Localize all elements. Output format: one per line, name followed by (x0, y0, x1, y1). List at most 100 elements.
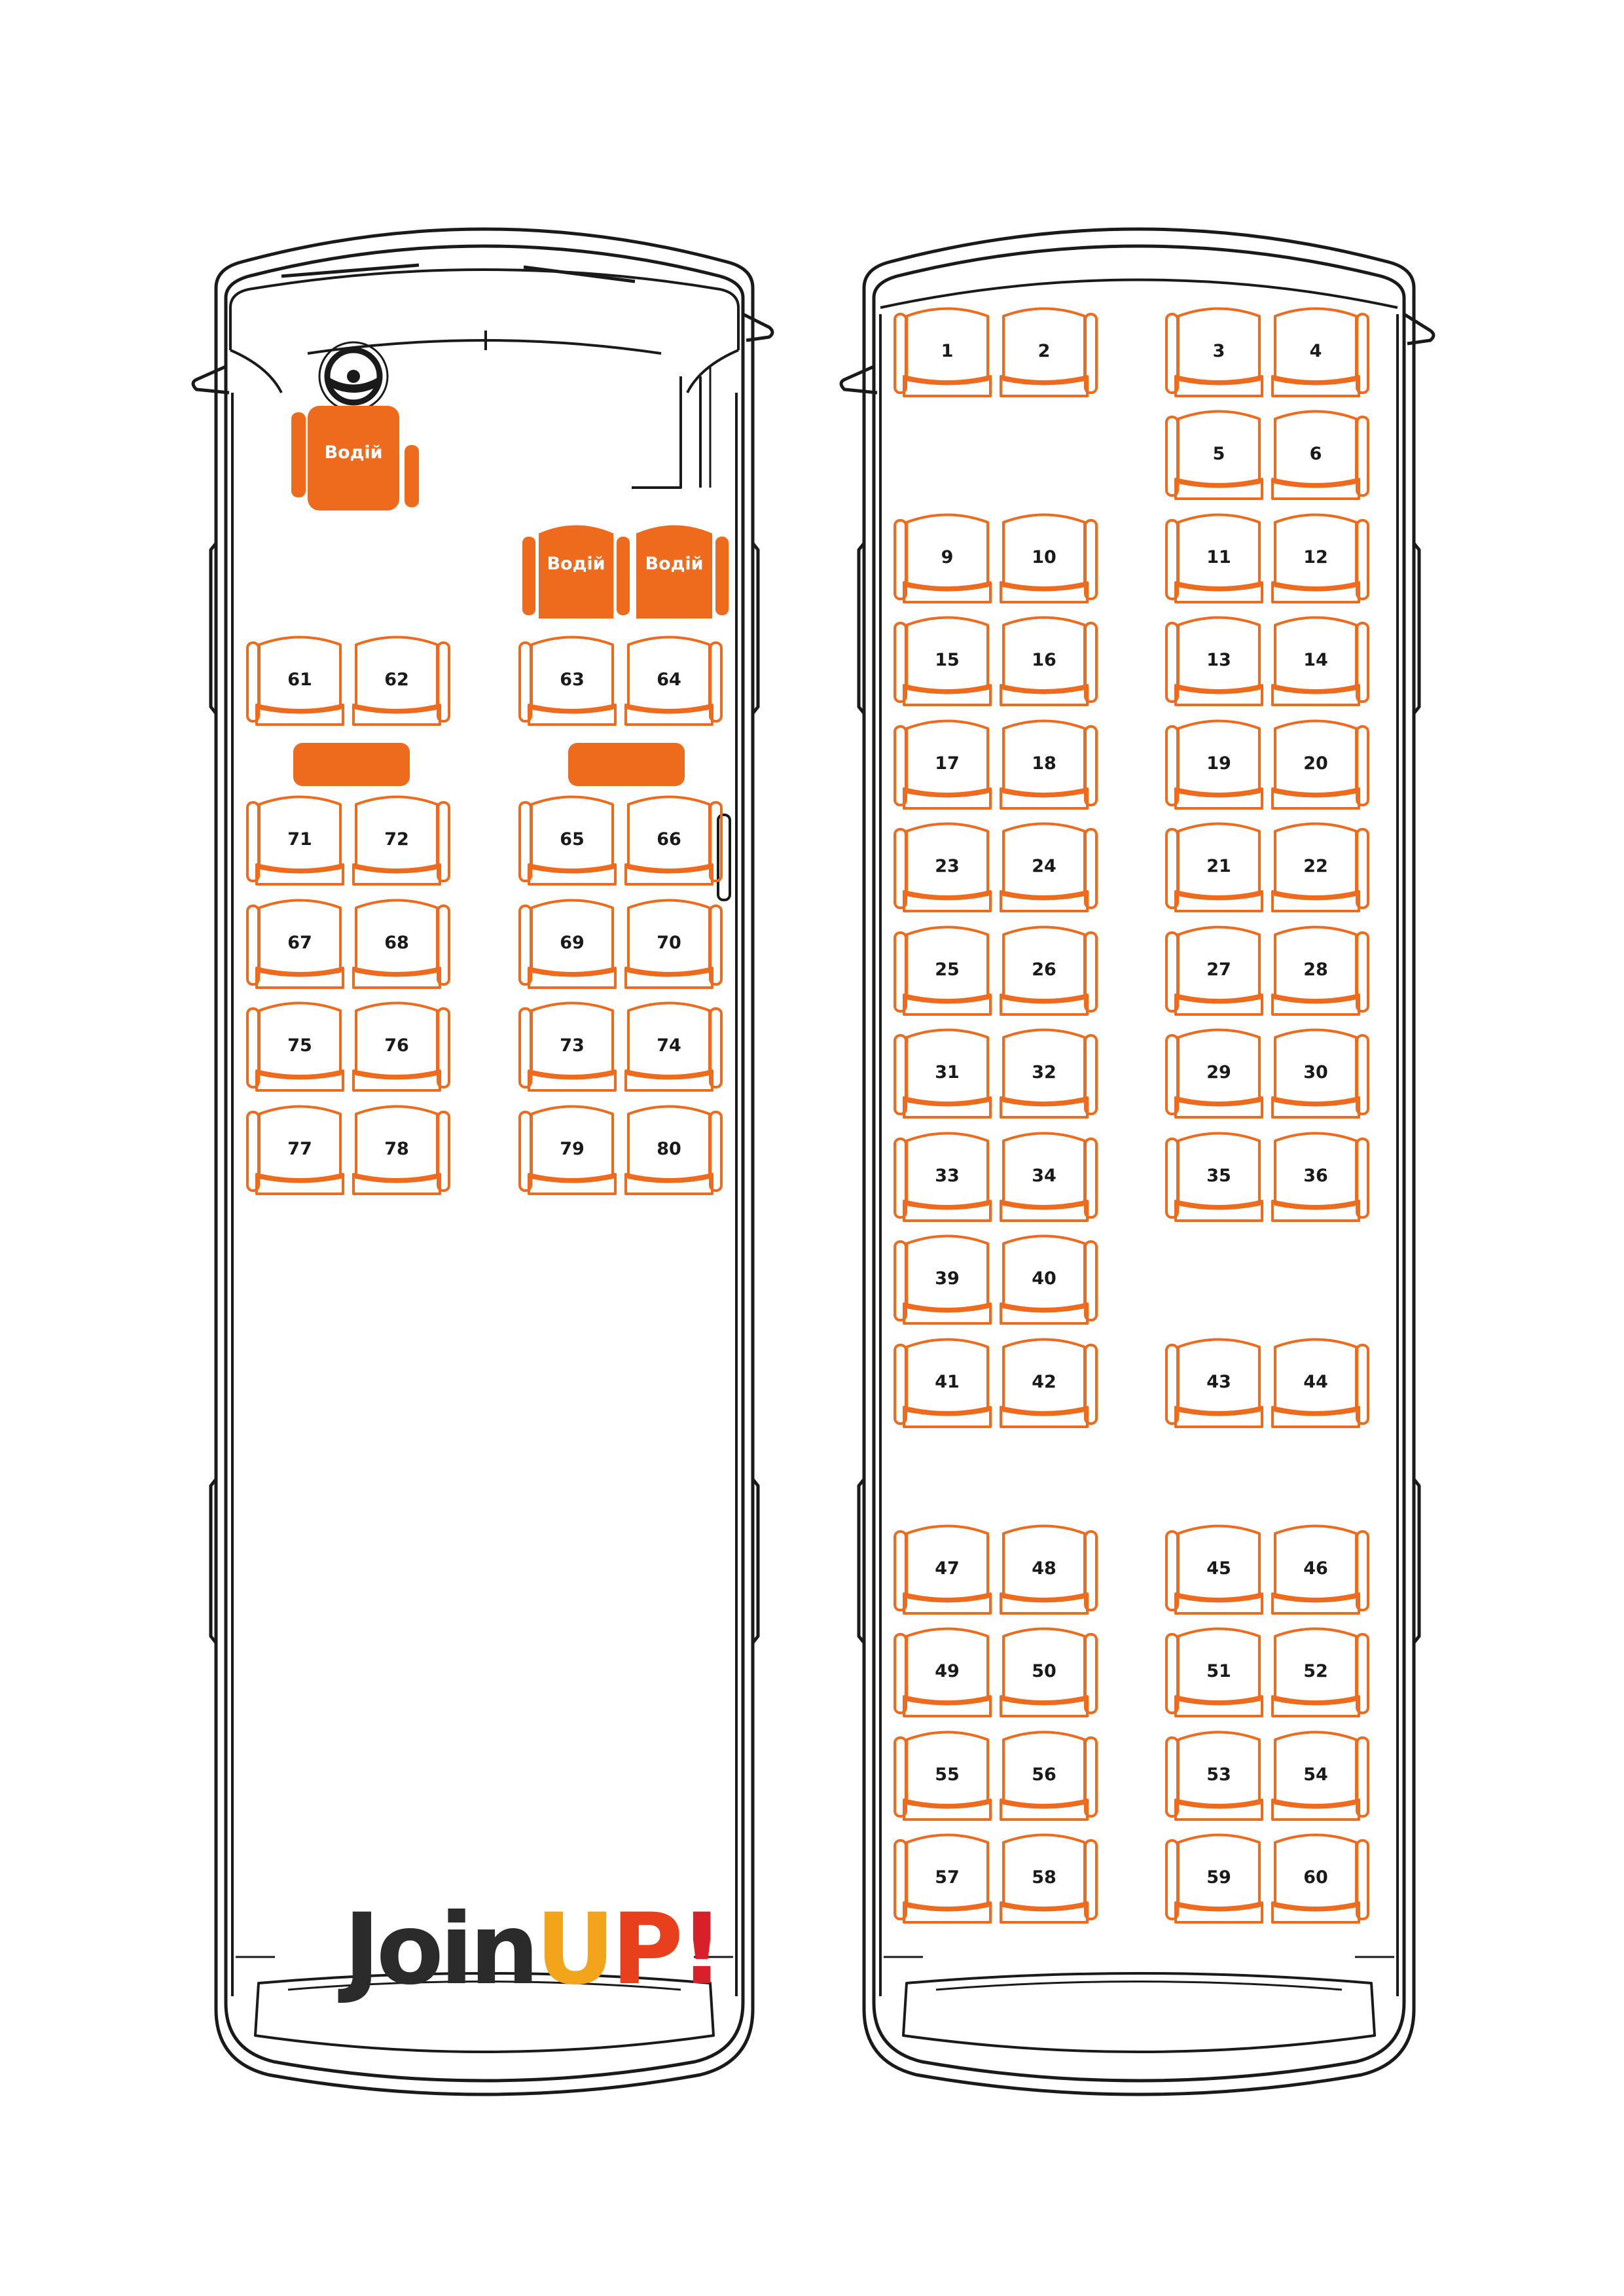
seat[interactable]: 17 (893, 719, 992, 810)
seat[interactable]: 33 (893, 1132, 992, 1222)
seat[interactable]: 32 (1000, 1028, 1098, 1119)
seat[interactable]: 70 (624, 899, 723, 989)
seat[interactable]: 25 (893, 925, 992, 1016)
seat[interactable]: 76 (352, 1001, 450, 1092)
seat-number: 10 (1032, 547, 1056, 567)
seat[interactable]: 72 (352, 795, 450, 886)
seat-cushion (352, 863, 441, 886)
seat-back (1002, 1833, 1086, 1912)
seat-number: 78 (384, 1139, 409, 1159)
seat[interactable]: 74 (624, 1001, 723, 1092)
seat[interactable]: 5 (1165, 410, 1263, 500)
seat[interactable]: 4 (1271, 307, 1369, 397)
seat[interactable]: 2 (1000, 307, 1098, 397)
seat-cushion (528, 704, 617, 726)
seat[interactable]: 78 (352, 1105, 450, 1195)
seat[interactable]: 40 (1000, 1234, 1098, 1325)
seat-cushion (1000, 1302, 1089, 1325)
seat[interactable]: 44 (1271, 1338, 1369, 1428)
seat[interactable]: 79 (518, 1105, 617, 1195)
seat-cushion (903, 1302, 992, 1325)
seat[interactable]: 6 (1271, 410, 1369, 500)
seat[interactable]: 61 (246, 636, 344, 726)
seat[interactable]: 36 (1271, 1132, 1369, 1222)
seat[interactable]: 15 (893, 616, 992, 706)
seat[interactable]: 62 (352, 636, 450, 726)
seat[interactable]: 53 (1165, 1731, 1263, 1821)
table-icon (293, 743, 410, 786)
seat[interactable]: 60 (1271, 1833, 1369, 1924)
seat-back (1274, 1132, 1358, 1210)
seat-number: 51 (1206, 1661, 1231, 1681)
seat[interactable]: 39 (893, 1234, 992, 1325)
seat[interactable]: 27 (1165, 925, 1263, 1016)
seat[interactable]: 75 (246, 1001, 344, 1092)
seat[interactable]: 73 (518, 1001, 617, 1092)
seat-cushion (1174, 1406, 1263, 1428)
seat[interactable]: 9 (893, 513, 992, 603)
seat[interactable]: 31 (893, 1028, 992, 1119)
seat[interactable]: 26 (1000, 925, 1098, 1016)
seat-cushion (903, 1901, 992, 1924)
seat[interactable]: 49 (893, 1627, 992, 1717)
seat[interactable]: 41 (893, 1338, 992, 1428)
seat[interactable]: 67 (246, 899, 344, 989)
seat[interactable]: 34 (1000, 1132, 1098, 1222)
seat[interactable]: 10 (1000, 513, 1098, 603)
seat[interactable]: 42 (1000, 1338, 1098, 1428)
seat-cushion (1174, 1592, 1263, 1615)
seat[interactable]: 30 (1271, 1028, 1369, 1119)
seat[interactable]: 56 (1000, 1731, 1098, 1821)
seat[interactable]: 68 (352, 899, 450, 989)
seat-number: 53 (1206, 1765, 1231, 1785)
seat[interactable]: 55 (893, 1731, 992, 1821)
seat[interactable]: 47 (893, 1524, 992, 1615)
seat-cushion (1174, 478, 1263, 500)
seat[interactable]: 58 (1000, 1833, 1098, 1924)
seat[interactable]: 64 (624, 636, 723, 726)
driver-seat-third: Водій (636, 525, 729, 619)
seat[interactable]: 3 (1165, 307, 1263, 397)
seat[interactable]: 59 (1165, 1833, 1263, 1924)
seat[interactable]: 57 (893, 1833, 992, 1924)
seat[interactable]: 71 (246, 795, 344, 886)
seat[interactable]: 63 (518, 636, 617, 726)
seat[interactable]: 54 (1271, 1731, 1369, 1821)
seat[interactable]: 80 (624, 1105, 723, 1195)
seat[interactable]: 20 (1271, 719, 1369, 810)
seat[interactable]: 45 (1165, 1524, 1263, 1615)
seat[interactable]: 50 (1000, 1627, 1098, 1717)
seat[interactable]: 28 (1271, 925, 1369, 1016)
seat[interactable]: 21 (1165, 822, 1263, 912)
seat-cushion (903, 890, 992, 912)
seat[interactable]: 77 (246, 1105, 344, 1195)
seat[interactable]: 12 (1271, 513, 1369, 603)
seat[interactable]: 65 (518, 795, 617, 886)
seat[interactable]: 48 (1000, 1524, 1098, 1615)
seat[interactable]: 22 (1271, 822, 1369, 912)
seat[interactable]: 1 (893, 307, 992, 397)
seat[interactable]: 69 (518, 899, 617, 989)
seat-number: 29 (1206, 1062, 1231, 1083)
seat[interactable]: 11 (1165, 513, 1263, 603)
seat[interactable]: 29 (1165, 1028, 1263, 1119)
seat[interactable]: 46 (1271, 1524, 1369, 1615)
seat-cushion (903, 1799, 992, 1821)
seat-back (355, 899, 439, 977)
seat[interactable]: 14 (1271, 616, 1369, 706)
seat-number: 74 (657, 1035, 681, 1056)
seat[interactable]: 35 (1165, 1132, 1263, 1222)
seat[interactable]: 24 (1000, 822, 1098, 912)
seat[interactable]: 51 (1165, 1627, 1263, 1717)
seat[interactable]: 18 (1000, 719, 1098, 810)
seat[interactable]: 23 (893, 822, 992, 912)
seat[interactable]: 66 (624, 795, 723, 886)
seat[interactable]: 19 (1165, 719, 1263, 810)
seat-number: 42 (1032, 1372, 1056, 1392)
seat[interactable]: 13 (1165, 616, 1263, 706)
seat[interactable]: 52 (1271, 1627, 1369, 1717)
seat-cushion (1000, 581, 1089, 603)
seat[interactable]: 16 (1000, 616, 1098, 706)
seat-cushion (352, 1069, 441, 1092)
seat[interactable]: 43 (1165, 1338, 1263, 1428)
